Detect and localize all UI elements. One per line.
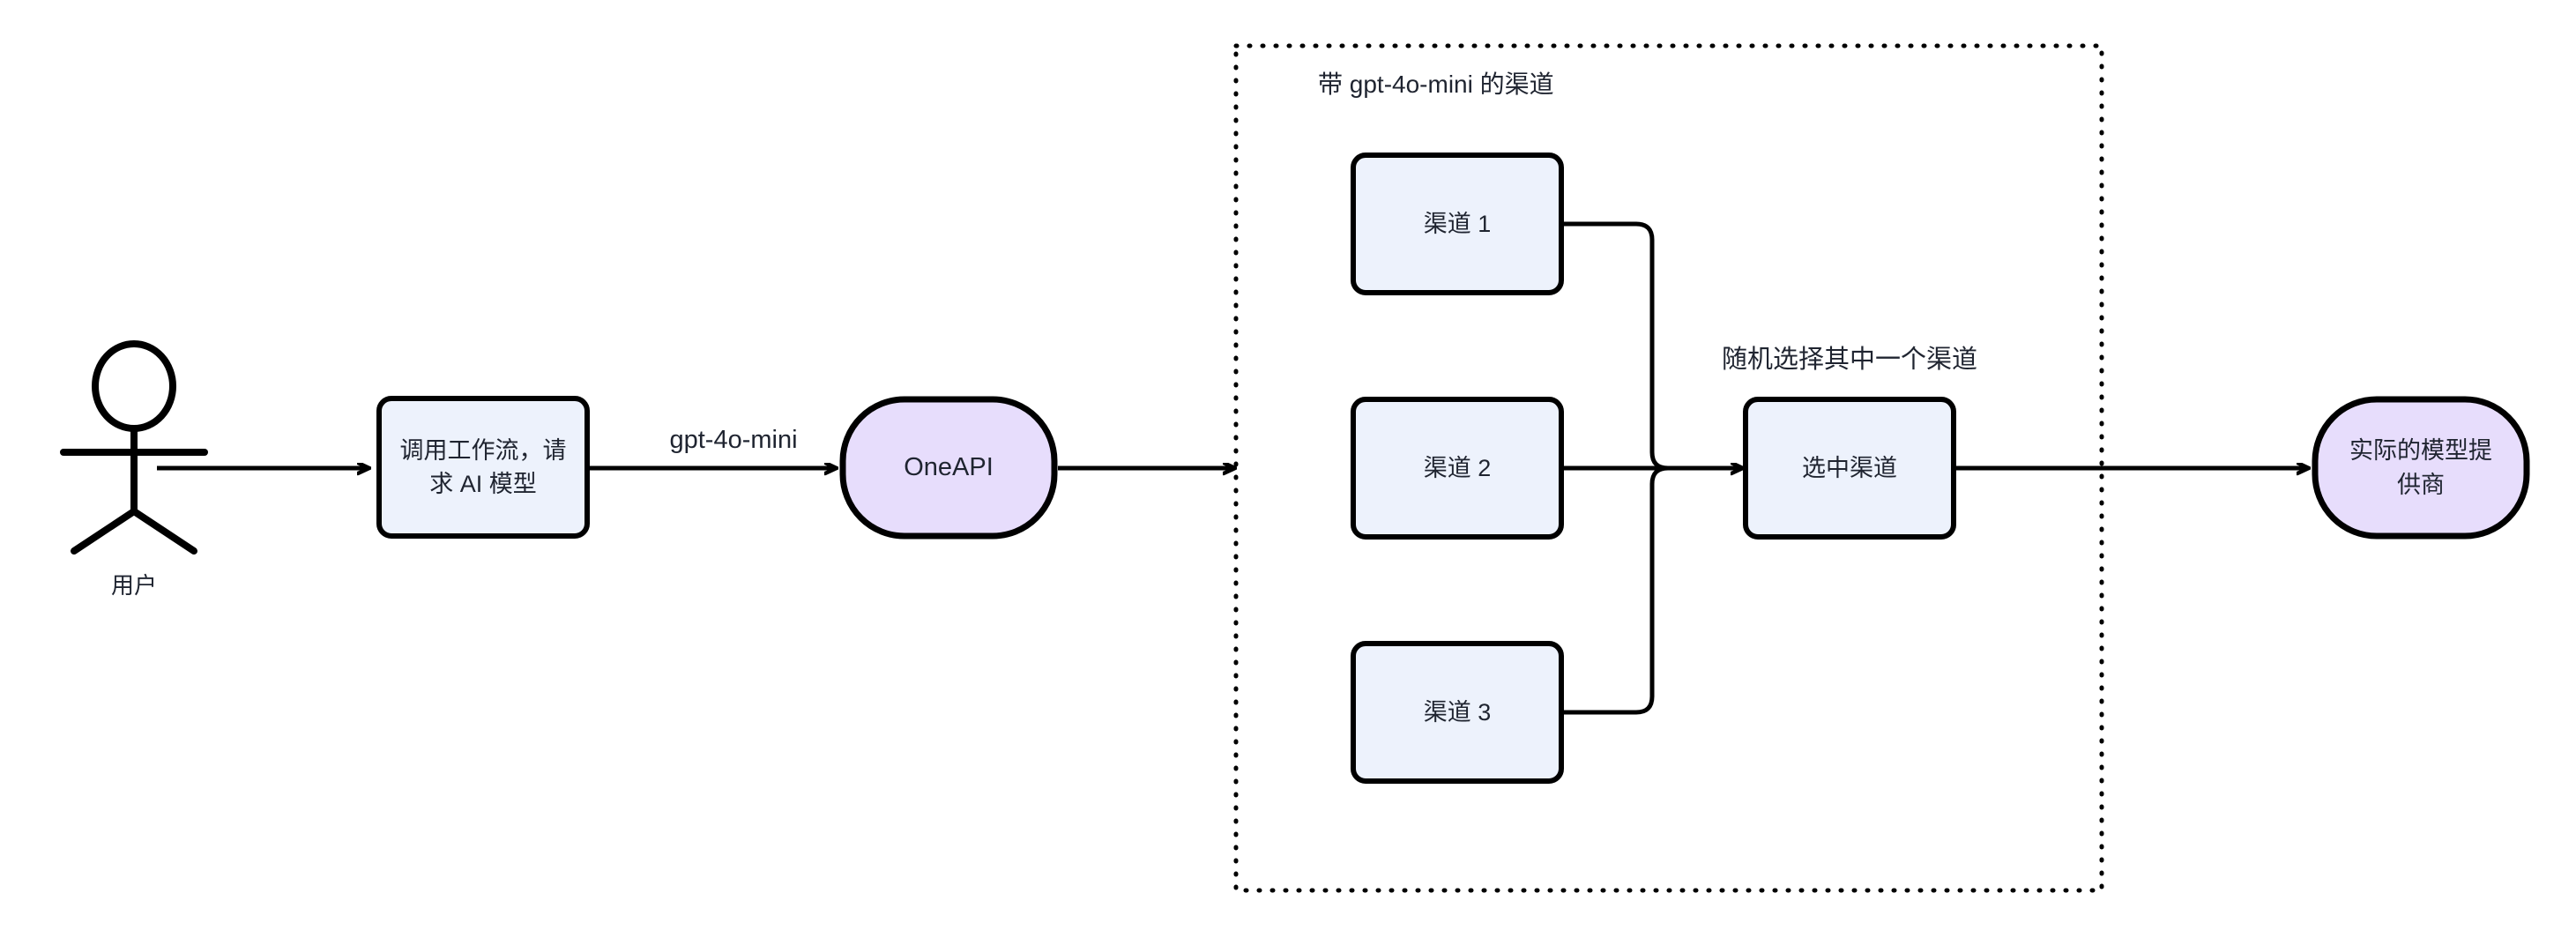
- node-workflow[interactable]: [376, 396, 590, 539]
- node-channel-3[interactable]: [1351, 641, 1564, 784]
- node-channel-2[interactable]: [1351, 397, 1564, 540]
- actor-caption: 用户: [110, 572, 157, 599]
- node-channel-1[interactable]: [1351, 153, 1564, 295]
- channel-group-container: [1233, 43, 2104, 893]
- node-provider[interactable]: [2312, 396, 2530, 540]
- channel-group-title: 带 gpt-4o-mini 的渠道: [1318, 71, 1554, 98]
- edge-label-random-pick: 随机选择其中一个渠道: [1721, 346, 1977, 374]
- node-oneapi[interactable]: [839, 396, 1058, 540]
- stick-figure-icon: [60, 340, 208, 555]
- node-selected-channel[interactable]: [1743, 397, 1956, 540]
- edge-label-model: gpt-4o-mini: [669, 426, 798, 454]
- edge-channel-3-to-selected: [1559, 465, 1736, 715]
